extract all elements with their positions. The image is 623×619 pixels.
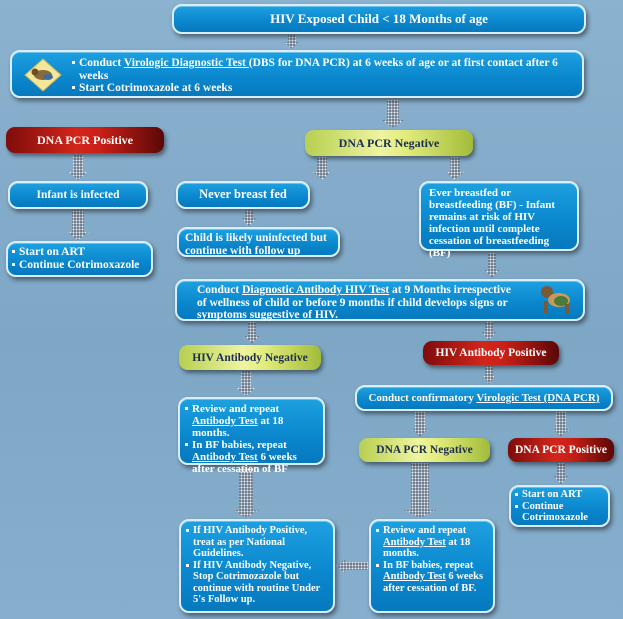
confirmatory-test-box: Conduct confirmatory Virologic Test (DNA… xyxy=(355,385,613,411)
crawling-baby-icon xyxy=(535,283,575,317)
start-art-item-2: Start on ART xyxy=(515,489,604,501)
arrow-pcrneg-to-review xyxy=(403,463,437,518)
hiv-antibody-positive-badge: HIV Antibody Positive xyxy=(423,341,559,365)
virologic-test-link: Virologic Test (DNA PCR) xyxy=(476,391,600,404)
continue-cotrimoxazole-item-2: Continue Cotrimoxazole xyxy=(515,501,604,524)
antibody-positive-guideline: If HIV Antibody Positive, treat as per N… xyxy=(186,525,328,560)
arrow-antibody-to-abneg xyxy=(244,322,260,344)
arrow-abneg-to-review xyxy=(237,371,255,396)
arrow-title-to-step1 xyxy=(284,35,300,49)
hiv-antibody-negative-badge: HIV Antibody Negative xyxy=(179,345,321,370)
review-repeat-left-box: Review and repeat Antibody Test at 18 mo… xyxy=(178,397,325,475)
arrow-confirm-to-pcrpos xyxy=(552,412,570,437)
arrow-confirm-to-pcrneg xyxy=(411,412,429,437)
title-text: HIV Exposed Child < 18 Months of age xyxy=(270,10,488,26)
likely-uninfected-box: Child is likely uninfected but continue … xyxy=(177,227,340,257)
diagnostic-antibody-test-link: Diagnostic Antibody HIV Test xyxy=(242,284,390,296)
start-art-box-2: Start on ART Continue Cotrimoxazole xyxy=(509,485,610,527)
arrow-negative-to-neverbf xyxy=(313,157,331,180)
dna-pcr-positive-badge-2: DNA PCR Positive xyxy=(508,438,614,462)
arrow-positive-to-infected xyxy=(69,155,87,180)
arrow-neverbf-to-uninfected xyxy=(241,210,257,226)
never-breastfed-box: Never breast fed xyxy=(176,181,310,209)
arrow-step1-to-negative xyxy=(382,100,404,128)
arrow-review-right-to-final xyxy=(337,558,368,574)
continue-cotrimoxazole-item: Continue Cotrimoxazole xyxy=(12,259,147,272)
arrow-negative-to-everbf xyxy=(446,157,464,180)
arrow-antibody-to-abpos xyxy=(481,322,497,340)
baby-icon xyxy=(24,58,62,92)
final-guidelines-box: If HIV Antibody Positive, treat as per N… xyxy=(179,519,335,613)
infant-infected-box: Infant is infected xyxy=(8,181,148,209)
virologic-test-box: Conduct Virologic Diagnostic Test (DBS f… xyxy=(10,50,584,98)
arrow-pcrpos-to-art xyxy=(553,463,569,484)
dna-pcr-negative-badge: DNA PCR Negative xyxy=(305,130,473,156)
review-repeat-right-box: Review and repeat Antibody Test at 18 mo… xyxy=(369,519,495,613)
virologic-diagnostic-test-link: Virologic Diagnostic Test xyxy=(123,57,249,69)
ever-breastfed-box: Ever breastfed or breastfeeding (BF) - I… xyxy=(419,181,579,259)
antibody-negative-guideline: If HIV Antibody Negative, Stop Cotrimoza… xyxy=(186,560,328,606)
arrow-infected-to-art xyxy=(67,210,89,240)
dna-pcr-positive-badge: DNA PCR Positive xyxy=(6,127,164,153)
arrow-everbf-to-antibody xyxy=(484,253,500,278)
dna-pcr-negative-badge-2: DNA PCR Negative xyxy=(359,438,490,462)
arrow-abpos-to-confirm xyxy=(481,366,497,384)
start-art-item: Start on ART xyxy=(12,246,147,259)
antibody-test-box: Conduct Diagnostic Antibody HIV Test at … xyxy=(175,279,585,321)
start-art-box: Start on ART Continue Cotrimoxazole xyxy=(6,241,153,277)
title-box: HIV Exposed Child < 18 Months of age xyxy=(172,4,586,34)
start-cotrimoxazole-text: Start Cotrimoxazole at 6 weeks xyxy=(72,82,572,95)
